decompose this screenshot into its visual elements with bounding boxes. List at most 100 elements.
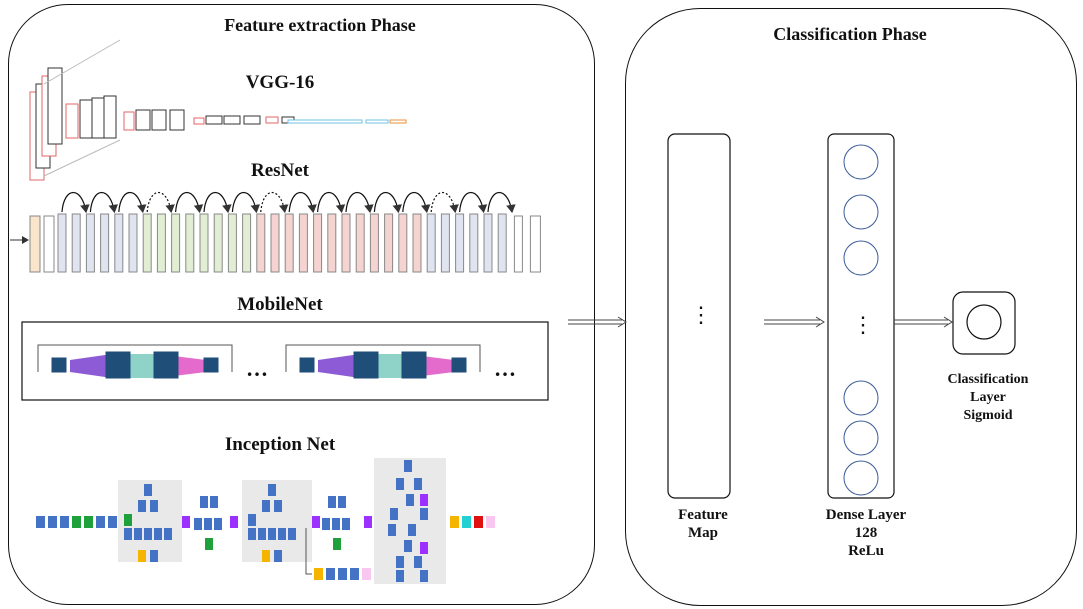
classification-phase-title: Classification Phase: [773, 24, 927, 44]
dense-layer-label-line3: ReLu: [848, 543, 884, 559]
inception-layer: [420, 570, 428, 582]
resnet-conv-layer: [284, 213, 294, 273]
inception-transition-layer: [364, 516, 372, 528]
dense-layer-vdots: ⋮: [852, 312, 874, 337]
resnet-conv-layer: [156, 213, 166, 273]
mobilenet-architecture: [21, 321, 549, 401]
inception-layer: [396, 570, 404, 582]
resnet-conv-layer: [398, 213, 408, 273]
vgg-conv-layer: [65, 103, 79, 139]
vgg-conv-layer: [103, 95, 117, 139]
classification-layer-label: Classification Layer Sigmoid: [928, 371, 1048, 425]
inception-layer: [268, 528, 276, 540]
resnet-skip-connection: [373, 192, 403, 214]
resnet-conv-layer: [256, 213, 266, 273]
vgg-conv-layer: [123, 111, 135, 131]
resnet-conv-layer: [114, 213, 124, 273]
inception-stem-layer: [84, 516, 93, 528]
inception-layer: [248, 528, 256, 540]
resnet-conv-layer: [440, 213, 450, 273]
dense-neuron: [843, 194, 879, 230]
inception-layer: [210, 496, 218, 508]
feature-map-vdots: ⋮: [690, 302, 712, 327]
resnet-skip-connection: [345, 192, 374, 214]
inception-layer: [138, 550, 146, 562]
inception-aux-line: [305, 528, 312, 575]
inception-layer: [278, 528, 286, 540]
inception-layer: [414, 556, 422, 568]
inception-layer: [134, 528, 142, 540]
vgg-conv-layer: [193, 117, 205, 125]
resnet-conv-layer: [355, 213, 365, 273]
vgg16-label: VGG-16: [245, 72, 315, 93]
dense-neuron: [843, 420, 879, 456]
phase-transition-arrow-head: [617, 316, 627, 328]
feature-map-label: Feature Map: [658, 506, 748, 542]
resnet-skip-connection: [288, 192, 317, 214]
vgg-output-layer: [389, 119, 407, 124]
resnet-conv-layer: [483, 213, 493, 273]
inception-layer: [328, 496, 336, 508]
inception-output-layer: [462, 516, 471, 528]
vgg-conv-layer: [91, 97, 105, 139]
inception-layer: [248, 514, 256, 526]
resnet-conv-layer: [242, 213, 252, 273]
inception-stem-layer: [96, 516, 105, 528]
resnet-conv-layer: [497, 213, 507, 273]
inception-layer: [138, 500, 146, 512]
inception-layer: [396, 556, 404, 568]
resnet-skip-connection: [430, 192, 459, 214]
vgg-conv-layer: [79, 99, 93, 139]
resnet-architecture: [10, 192, 541, 273]
mobilenet-ellipsis-1: …: [246, 356, 268, 381]
resnet-label: ResNet: [250, 160, 310, 181]
inception-layer: [404, 460, 412, 472]
mobilenet-output-block: [451, 357, 467, 373]
resnet-conv-layer: [100, 213, 110, 273]
inception-layer: [420, 542, 428, 554]
mobilenet-expand: [70, 354, 112, 378]
resnet-conv-layer: [57, 213, 67, 273]
resnet-conv-layer: [384, 213, 394, 273]
resnet-conv-layer: [128, 213, 138, 273]
vgg-conv-layer: [265, 116, 279, 124]
inception-layer: [144, 528, 152, 540]
feature-to-dense-arrow-head: [815, 316, 825, 328]
mobilenet-expansion-block: [353, 351, 379, 379]
dense-layer-label-line2: 128: [854, 525, 878, 541]
resnet-skip-connection: [61, 192, 90, 214]
inception-aux-layer: [326, 568, 335, 580]
inception-aux-layer: [314, 568, 323, 580]
inception-layer: [204, 518, 212, 530]
mobilenet-depthwise-block: [153, 351, 179, 379]
inception-output-layer: [486, 516, 495, 528]
mobilenet-ellipsis-2: …: [494, 356, 516, 381]
inception-layer: [288, 528, 296, 540]
resnet-conv-layer: [327, 213, 337, 273]
inception-layer: [144, 484, 152, 496]
resnet-skip-connection: [487, 192, 516, 214]
vgg-conv-layer: [243, 115, 261, 125]
vgg-conv-layer: [151, 109, 167, 131]
inception-module-bg: [374, 458, 446, 584]
vgg-conv-layer: [205, 115, 223, 125]
resnet-conv-layer: [71, 213, 81, 273]
inception-transition-layer: [312, 516, 320, 528]
resnet-conv-layer: [199, 213, 209, 273]
vgg-conv-layer: [223, 115, 241, 125]
inception-layer: [274, 550, 282, 562]
resnet-conv-layer: [369, 213, 379, 273]
dense-layer-label-line1: Dense Layer: [825, 507, 907, 523]
resnet-conv-layer: [213, 213, 223, 273]
classification-layer-label-line1: Classification: [947, 372, 1029, 387]
inception-layer: [274, 500, 282, 512]
resnet-conv-layer: [298, 213, 308, 273]
resnet-skip-connection: [260, 192, 289, 214]
inception-stem-layer: [72, 516, 81, 528]
inception-layer: [268, 484, 276, 496]
inception-net-label: Inception Net: [224, 434, 336, 455]
inception-transition-layer: [230, 516, 238, 528]
inception-layer: [414, 478, 422, 490]
inception-layer: [258, 528, 266, 540]
